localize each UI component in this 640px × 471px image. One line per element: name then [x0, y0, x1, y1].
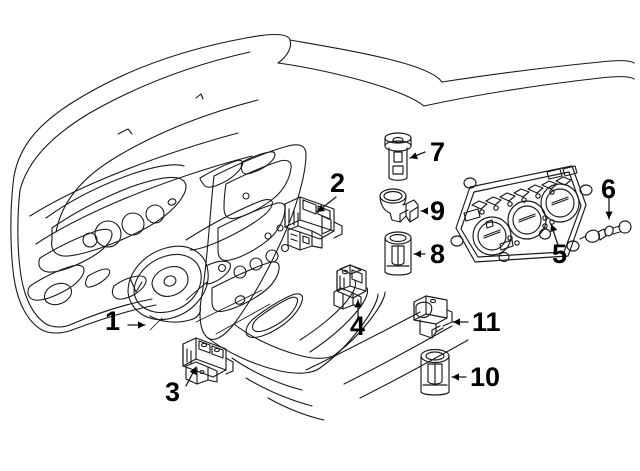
callout-number-4[interactable]: 4 — [350, 311, 366, 341]
part-6-bulb-socket — [579, 220, 632, 243]
part-5-hvac-control-panel — [450, 165, 593, 263]
callout-number-5[interactable]: 5 — [552, 239, 568, 269]
left-dash-vents — [27, 228, 113, 306]
part-8-socket-housing — [384, 231, 412, 276]
dashboard-outline — [10, 33, 635, 334]
center-console — [207, 280, 469, 421]
callout-number-2[interactable]: 2 — [330, 168, 346, 198]
center-stack — [199, 144, 307, 340]
callout-number-10[interactable]: 10 — [470, 362, 501, 392]
leader-lines — [127, 151, 613, 387]
callout-number-7[interactable]: 7 — [430, 137, 446, 167]
part-10-power-socket — [420, 348, 450, 396]
part-11-mounting-bracket — [413, 295, 453, 339]
reference-lines — [149, 281, 271, 335]
callout-number-8[interactable]: 8 — [430, 239, 446, 269]
part-2-switch-block — [284, 196, 343, 251]
callout-number-1[interactable]: 1 — [105, 306, 121, 336]
callout-number-11[interactable]: 11 — [472, 307, 501, 337]
part-4-rocker-switch — [333, 264, 367, 310]
part-7-lighter-element — [384, 132, 412, 181]
instrument-cluster — [45, 164, 187, 257]
callout-number-6[interactable]: 6 — [601, 174, 617, 204]
callout-number-9[interactable]: 9 — [430, 196, 446, 226]
callout-number-3[interactable]: 3 — [165, 377, 181, 407]
part-3-switch-block — [182, 337, 234, 385]
part-9-socket-retainer — [379, 188, 419, 223]
